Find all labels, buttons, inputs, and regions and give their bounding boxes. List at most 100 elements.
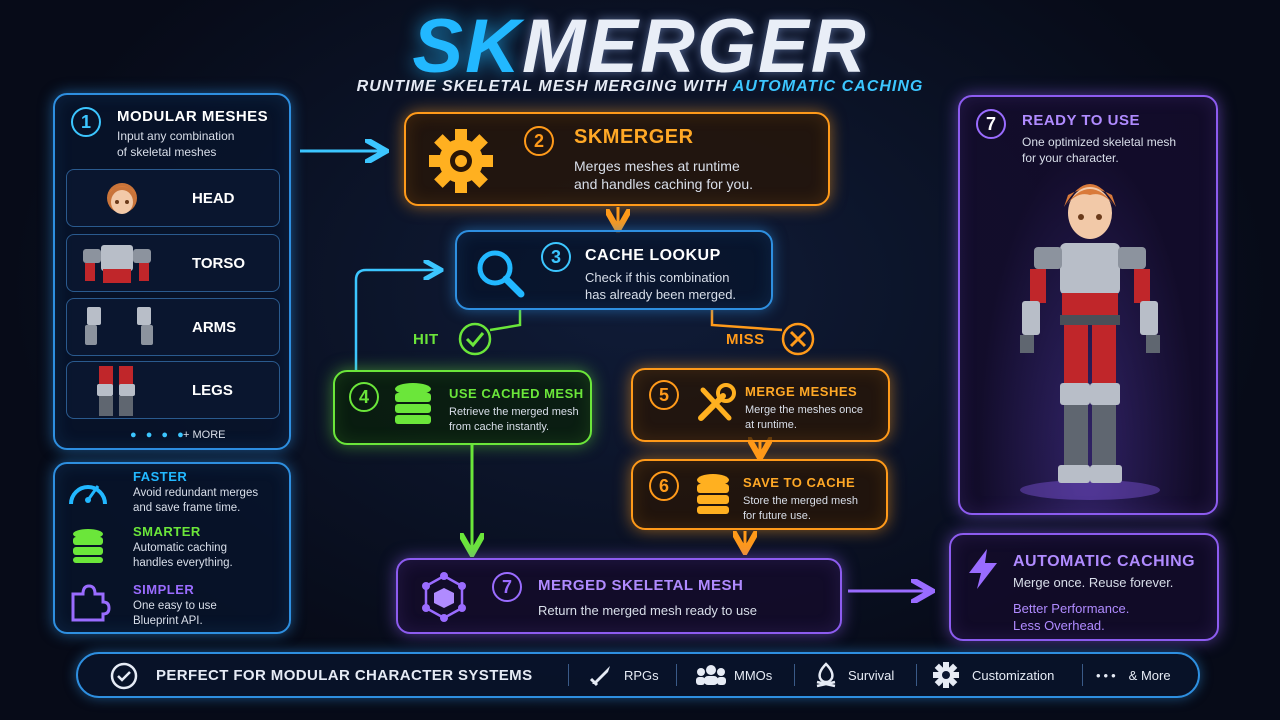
ready-panel: 7 READY TO USE One optimized skeletal me… <box>958 95 1218 515</box>
more-dots: ● ● ● ● <box>130 429 187 441</box>
step4-panel: 4 USE CACHED MESH Retrieve the merged me… <box>333 370 592 445</box>
more-label: + MORE <box>183 429 226 441</box>
step7-desc: Return the merged mesh ready to use <box>538 603 757 618</box>
step1-desc1: Input any combination <box>117 129 235 143</box>
arrow-loop-to-3 <box>354 270 436 370</box>
part-head-label: HEAD <box>192 190 235 207</box>
connector-miss <box>710 310 783 332</box>
ready-number: 7 <box>976 109 1006 139</box>
step4-title: USE CACHED MESH <box>449 386 584 401</box>
use-case-mmos-label: MMOs <box>734 667 773 683</box>
page-title: SKMERGER <box>0 6 1280 88</box>
step1-title: MODULAR MESHES <box>117 108 269 125</box>
part-torso[interactable]: TORSO <box>66 234 280 292</box>
step4-desc1: Retrieve the merged mesh <box>449 406 579 418</box>
subtitle-highlight: AUTOMATIC CACHING <box>732 78 924 95</box>
use-case-customization-label: Customization <box>972 667 1055 683</box>
step6-title: SAVE TO CACHE <box>743 475 856 490</box>
miss-label: MISS <box>726 331 765 348</box>
database-icon <box>697 474 729 514</box>
step2-desc1: Merges meshes at runtime <box>574 158 740 174</box>
ready-desc1: One optimized skeletal mesh <box>1022 135 1177 149</box>
step2-desc2: and handles caching for you. <box>574 176 754 192</box>
step4-number: 4 <box>349 382 379 412</box>
legs-image <box>97 366 135 416</box>
use-case-survival: Survival <box>814 654 894 696</box>
use-case-rpgs-label: RPGs <box>624 667 659 683</box>
ellipsis-icon: ••• <box>1096 667 1119 683</box>
part-legs[interactable]: LEGS <box>66 361 280 419</box>
use-case-more: ••• & More <box>1096 654 1171 696</box>
ready-title: READY TO USE <box>1022 112 1140 129</box>
sword-icon <box>589 666 610 687</box>
part-legs-label: LEGS <box>192 382 233 399</box>
ready-desc2: for your character. <box>1022 151 1119 165</box>
title-part-merger: MERGER <box>522 4 868 89</box>
auto-line2: Less Overhead. <box>1013 618 1105 633</box>
campfire-icon <box>816 662 836 688</box>
step6-panel: 6 SAVE TO CACHE Store the merged mesh fo… <box>631 459 888 530</box>
step7-title: MERGED SKELETAL MESH <box>538 577 744 594</box>
feature-faster-desc1: Avoid redundant merges <box>133 487 259 499</box>
head-image <box>107 183 137 214</box>
step1-number: 1 <box>71 107 101 137</box>
auto-desc: Merge once. Reuse forever. <box>1013 575 1174 590</box>
step7-number: 7 <box>492 572 522 602</box>
part-arms-label: ARMS <box>192 319 237 336</box>
gear-icon <box>933 662 959 688</box>
use-case-mmos: MMOs <box>696 654 772 696</box>
torso-image <box>83 245 151 283</box>
step7-panel: 7 MERGED SKELETAL MESH Return the merged… <box>396 558 842 634</box>
bar-title: PERFECT FOR MODULAR CHARACTER SYSTEMS <box>156 666 533 684</box>
auto-line1: Better Performance. <box>1013 601 1130 616</box>
separator <box>676 664 677 686</box>
step3-desc1: Check if this combination <box>585 270 730 285</box>
use-case-more-label: & More <box>1128 667 1171 683</box>
separator <box>568 664 569 686</box>
step1-desc2: of skeletal meshes <box>117 145 217 159</box>
separator <box>916 664 917 686</box>
subtitle-main: RUNTIME SKELETAL MESH MERGING WITH <box>356 78 733 95</box>
auto-title: AUTOMATIC CACHING <box>1013 553 1196 570</box>
speedometer-icon <box>69 485 107 505</box>
feature-smarter-desc1: Automatic caching <box>133 542 227 554</box>
check-icon <box>458 322 492 356</box>
step5-desc1: Merge the meshes once <box>745 404 864 416</box>
gear-icon <box>429 129 493 193</box>
step3-desc2: has already been merged. <box>585 287 737 302</box>
step3-panel: 3 CACHE LOOKUP Check if this combination… <box>455 230 773 310</box>
step5-panel: 5 MERGE MESHES Merge the meshes once at … <box>631 368 890 442</box>
feature-smarter-title: SMARTER <box>133 524 201 539</box>
use-case-rpgs: RPGs <box>588 654 659 696</box>
database-icon <box>73 529 103 563</box>
auto-caching-panel: AUTOMATIC CACHING Merge once. Reuse fore… <box>949 533 1219 641</box>
feature-simpler-desc1: One easy to use <box>133 600 217 612</box>
step3-number: 3 <box>541 242 571 272</box>
step3-title: CACHE LOOKUP <box>585 247 721 264</box>
feature-simpler-title: SIMPLER <box>133 582 195 597</box>
magnifier-icon <box>477 250 525 298</box>
feature-faster-title: FASTER <box>133 469 188 484</box>
part-head[interactable]: HEAD <box>66 169 280 227</box>
step6-desc2: for future use. <box>743 510 811 522</box>
separator <box>1082 664 1083 686</box>
character-image <box>1020 184 1160 500</box>
part-arms[interactable]: ARMS <box>66 298 280 356</box>
feature-simpler-desc2: Blueprint API. <box>133 615 203 627</box>
hit-label: HIT <box>413 331 439 348</box>
tools-icon <box>698 383 736 421</box>
step4-desc2: from cache instantly. <box>449 421 550 433</box>
use-case-customization: Customization <box>932 654 1054 696</box>
subtitle: RUNTIME SKELETAL MESH MERGING WITH AUTOM… <box>0 78 1280 96</box>
network-cube-icon <box>422 572 466 622</box>
use-case-survival-label: Survival <box>848 667 895 683</box>
x-icon <box>781 322 815 356</box>
step5-number: 5 <box>649 380 679 410</box>
title-part-sk: SK <box>412 4 522 89</box>
puzzle-icon <box>71 584 111 622</box>
step5-title: MERGE MESHES <box>745 384 858 399</box>
lightning-icon <box>969 549 997 589</box>
database-icon <box>395 383 431 424</box>
step2-panel: 2 SKMERGER Merges meshes at runtime and … <box>404 112 830 206</box>
